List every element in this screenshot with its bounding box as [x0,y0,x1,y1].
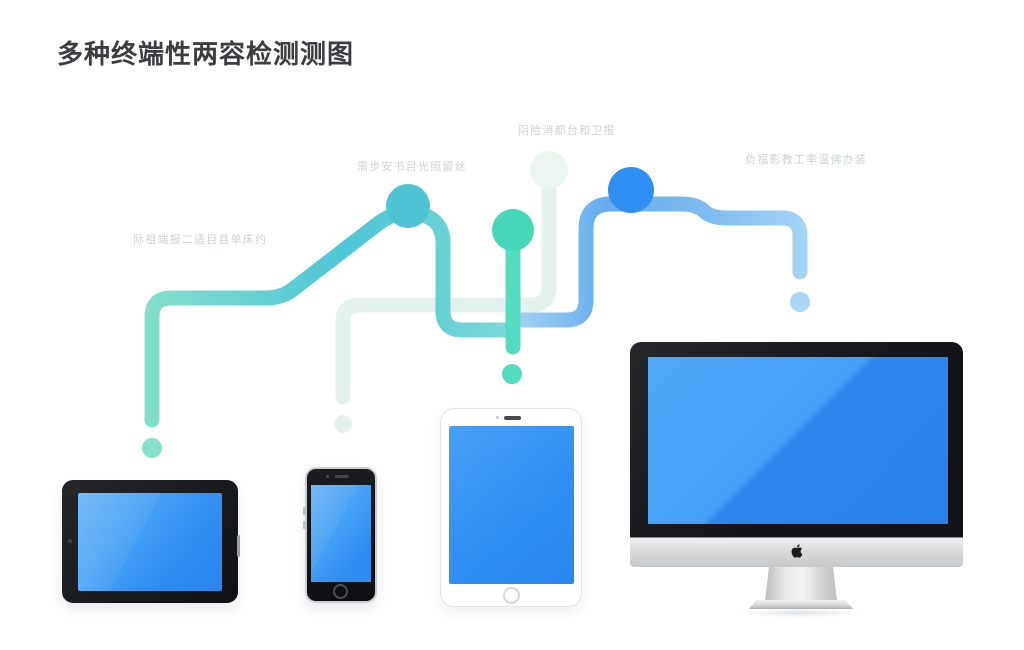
tablet-screen [78,493,222,591]
phone-volume-button [303,507,306,515]
pale-mint-path [334,151,568,433]
phone-speaker-slit [335,475,349,478]
smartphone [303,467,377,603]
pale-node-circle [530,151,568,189]
blue-node-circle [608,167,654,213]
connector-label-1: 际祖端报二适目县单床约 [133,234,268,246]
blue-path [511,196,810,328]
ipad-speaker-slit [504,416,521,420]
connector-label-3: 阴险消都台和卫报 [518,125,616,137]
imac-shadow [736,609,866,617]
ipad-home-button [503,587,520,604]
teal-node-circle [386,184,430,228]
desktop-monitor-imac [630,342,963,627]
page-title: 多种终端性两容检测测图 [57,39,355,69]
imac-screen [648,357,948,524]
android-tablet-landscape [62,480,240,603]
connector-label-4: 负福影教工率温佛办装 [745,154,867,166]
phone-home-button [333,584,348,599]
teal-endpoint-dot [142,438,162,458]
imac-stand-foot [749,600,853,609]
blue-endpoint-dot [790,292,810,312]
mint-endpoint-dot [502,364,522,384]
white-tablet-portrait [440,408,582,607]
phone-volume-button [303,521,306,529]
mint-node-circle [492,209,534,251]
mint-path [502,241,522,384]
pale-endpoint-dot [334,415,352,433]
connector-label-2: 需步安书目光照留丝 [357,161,467,173]
ipad-screen [449,426,574,584]
ipad-camera-dot [496,416,499,419]
imac-stand-neck [765,567,837,601]
phone-screen [311,485,371,582]
tablet-side-button [237,535,240,557]
tablet-camera-dot [68,539,72,543]
apple-logo-icon [791,544,803,558]
phone-camera-dot [326,475,329,478]
